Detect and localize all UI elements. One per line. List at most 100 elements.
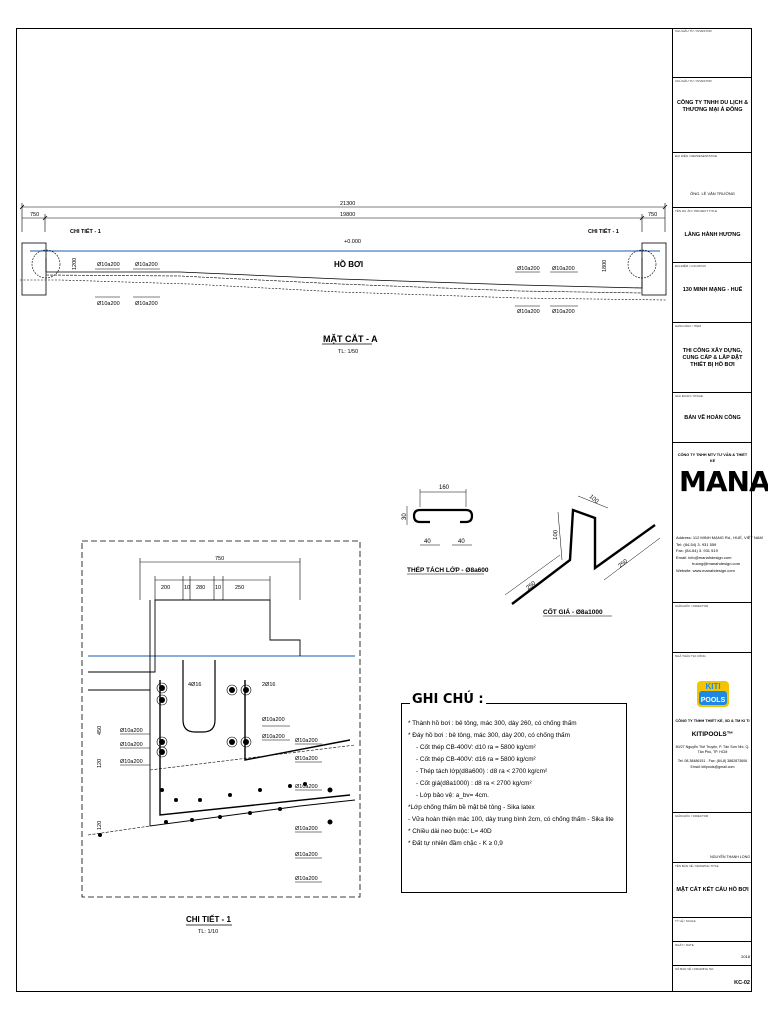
section-a-title: MẶT CẮT - A: [323, 334, 378, 344]
tb-cell-rep: ĐẠI DIỆN / REPRESENTATIVE ÔNG. LÊ VĂN TR…: [673, 153, 752, 208]
note-item: - Cốt giá(d8a1000) : d8 ra < 2700 kg/cm²: [416, 780, 532, 787]
item: THI CÔNG XÂY DỰNG, CUNG CẤP & LẮP ĐẶT TH…: [682, 348, 743, 368]
section-a-text: 21300 19800 750 750 CHI TIẾT - 1 CHI TIẾ…: [30, 201, 657, 355]
depth-right: 1800: [602, 260, 608, 272]
rebar-label: Ø10a200: [552, 309, 575, 315]
manah-logo: MANAH: [679, 465, 768, 498]
tb-cell-scale: TỶ LỆ / SCALE: [673, 918, 752, 942]
rebar-label: Ø10a200: [295, 784, 318, 790]
note-item: - Cốt thép CB-400V: d16 ra = 5800 kg/cm²: [416, 756, 536, 763]
chair-dim: 100: [553, 529, 559, 540]
tb-cell-sheet: SỐ BẢN VẼ / DRAWING NO. KC-02: [673, 966, 752, 992]
section-a-scale: TL: 1/50: [338, 349, 358, 355]
tb-cell-designer: CÔNG TY TNHH MTV TƯ VẤN & THIẾT KẾ MANAH…: [673, 443, 768, 603]
note-item: - Lớp bảo vệ: a_bv= 4cm.: [416, 792, 489, 799]
label-2d16: 2Ø16: [262, 682, 275, 688]
sheet-number: KC-02: [734, 980, 750, 986]
rebar-label: Ø10a200: [295, 826, 318, 832]
date: 2018: [741, 954, 750, 959]
email: info@manahdesign.com: [688, 554, 732, 560]
rebar-label: Ø10a200: [517, 309, 540, 315]
web: www.manahdesign.com: [692, 567, 735, 573]
tb-label: TỶ LỆ / SCALE: [675, 919, 696, 923]
chair-dim: 250: [526, 580, 538, 591]
drawing-sheet-frame: [16, 28, 752, 992]
addr: 112 MINH MẠNG Rd., HUẾ, VIỆT NAM: [692, 535, 763, 540]
dim-inner: 19800: [340, 212, 355, 218]
detail-1-scale: TL: 1/10: [198, 929, 218, 935]
note-item: * Đáy hồ bơi : bê tông, mác 300, dày 200…: [408, 732, 570, 739]
fax-label: Fax:: [676, 548, 684, 553]
rebar-label: Ø10a200: [120, 759, 143, 765]
svg-text:KITI: KITI: [705, 682, 720, 691]
note-item: - Thép tách lớp(d8a600) : d8 ra < 2700 k…: [416, 768, 548, 775]
web-label: Website:: [676, 567, 692, 573]
drawing-title: MẶT CẮT KẾT CẤU HỒ BƠI: [676, 887, 749, 893]
contractor-company: CÔNG TY TNHH THIẾT KẾ, XD & TM KI TI: [675, 719, 750, 723]
spacer-dim: 40: [458, 539, 465, 545]
dim-total: 21300: [340, 201, 355, 207]
contractor-addr: 80/27 Nguyễn Thế Truyện, P. Tân Sơn Nhì,…: [675, 745, 750, 754]
investor-company: CÔNG TY TNHH DU LỊCH & THƯƠNG MẠI Á ĐÔNG: [676, 100, 749, 113]
chair-dim: 250: [618, 558, 630, 569]
detail-1: [87, 558, 356, 836]
tel: (84-54) 3. 931 559: [683, 541, 717, 547]
detail-1-rings: [120, 682, 322, 883]
tb-label: SỐ BẢN VẼ / DRAWING NO.: [675, 967, 715, 971]
rebar-label: Ø10a200: [295, 876, 318, 882]
rebar-label: Ø10a200: [135, 301, 158, 307]
detail-1-bars: [98, 685, 333, 837]
contractor-name: KITIPOOLS™: [691, 731, 734, 738]
chair-text: 100 100 250 250 CỐT GIÁ - Ø8a1000: [526, 494, 630, 616]
email-label: Email:: [676, 554, 688, 560]
dim: 250: [235, 585, 244, 591]
contractor-tel: Tel: 08.38486151 - Fax: (84-8) 386287360…: [677, 759, 748, 763]
detail-left-label: CHI TIẾT - 1: [70, 228, 101, 235]
tb-cell-director2: GIÁM ĐỐC / DIRECTOR NGUYỄN THANH LONG: [673, 813, 752, 863]
dim-left: 750: [30, 212, 39, 218]
tb-cell-director: GIÁM ĐỐC / DIRECTOR: [673, 603, 752, 653]
email-2: truong@manahdesign.com: [692, 561, 741, 566]
dim: 280: [196, 585, 205, 591]
rebar-label: Ø10a200: [295, 852, 318, 858]
notes-box: GHI CHÚ : * Thành hồ bơi : bê tông, mác …: [401, 692, 627, 893]
pool-label: HỒ BƠI: [334, 259, 363, 269]
stage: BẢN VẼ HOÀN CÔNG: [684, 415, 741, 421]
title-block: CHỦ ĐẦU TƯ / INVESTOR CHỦ ĐẦU TƯ / INVES…: [672, 28, 768, 992]
chair-title: CỐT GIÁ - Ø8a1000: [543, 606, 603, 616]
tb-label: TÊN BẢN VẼ / DRAWING TITLE: [675, 864, 719, 868]
note-item: - Cốt thép CB-400V: d10 ra = 5800 kg/cm²: [416, 744, 536, 751]
rebar-label: Ø10a200: [97, 262, 120, 268]
dim-right: 750: [648, 212, 657, 218]
tb-label: ĐỊA ĐIỂM / LOCATION: [675, 264, 706, 268]
tb-label: CHỦ ĐẦU TƯ / INVESTOR: [675, 29, 712, 33]
side-dim: 450: [97, 726, 103, 735]
svg-text:POOLS: POOLS: [701, 697, 726, 704]
tb-cell-project: TÊN DỰ ÁN / PROJECT TITLE LÀNG HÀNH HƯƠN…: [673, 208, 752, 263]
chair-detail: [504, 495, 661, 605]
detail-1-title: CHI TIẾT - 1: [186, 914, 231, 924]
representative: ÔNG. LÊ VĂN TRƯỜNG: [690, 191, 735, 196]
tb-cell-drawing: TÊN BẢN VẼ / DRAWING TITLE MẶT CẮT KẾT C…: [673, 863, 752, 918]
label-4d16: 4Ø16: [188, 682, 201, 688]
rebar-label: Ø10a200: [262, 717, 285, 723]
note-item: * Chiều dài neo buộc: L= 40D: [408, 828, 492, 835]
note-item: *Lớp chống thấm bề mặt bê tông - Sika la…: [408, 804, 535, 811]
rebar-label: Ø10a200: [120, 728, 143, 734]
tb-cell-investor-top: CHỦ ĐẦU TƯ / INVESTOR: [673, 28, 752, 78]
designer-company: CÔNG TY TNHH MTV TƯ VẤN & THIẾT KẾ: [677, 453, 748, 463]
tb-label: GIÁM ĐỐC / DIRECTOR: [675, 814, 709, 818]
rebar-label: Ø10a200: [120, 742, 143, 748]
director-name: NGUYỄN THANH LONG: [710, 855, 750, 859]
tb-label: GIAI ĐOẠN / STAGE: [675, 394, 703, 398]
rebar-label: Ø10a200: [295, 756, 318, 762]
section-a: [19, 203, 668, 307]
depth-left: 1200: [72, 258, 78, 270]
contractor-email: Email: kitipools@gmail.com: [690, 765, 735, 769]
level-tag: +0.000: [344, 239, 361, 245]
tb-cell-date: NGÀY / DATE 2018: [673, 942, 752, 966]
tb-cell-location: ĐỊA ĐIỂM / LOCATION 130 MINH MẠNG - HUẾ: [673, 263, 752, 323]
tb-label: GIÁM ĐỐC / DIRECTOR: [675, 604, 709, 608]
dim: 750: [215, 556, 224, 562]
tb-cell-contractor: NHÀ THẦU THI CÔNG KITI POOLS CÔNG TY TNH…: [673, 653, 752, 813]
